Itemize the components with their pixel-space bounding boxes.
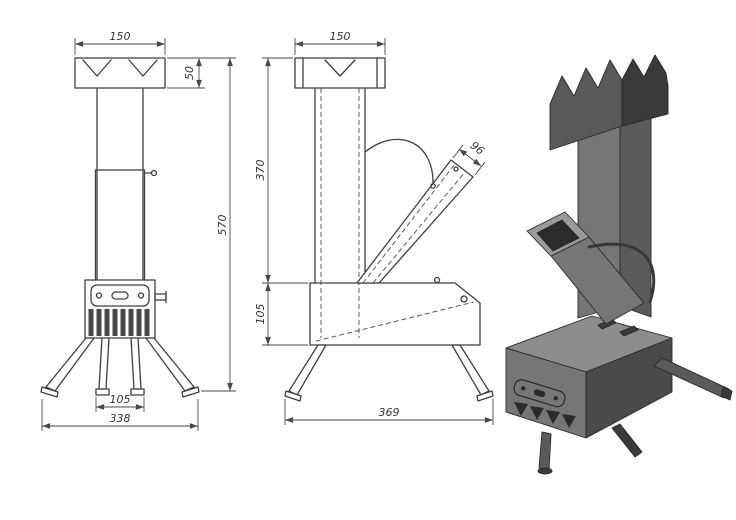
side-firebox-hidden-ramp — [315, 301, 475, 342]
isometric-view — [505, 54, 733, 475]
side-chimney-hidden-walls — [320, 88, 360, 338]
front-door-screw-right — [137, 292, 145, 299]
front-dimensions: 150 50 570 105 338 — [41, 30, 236, 431]
dim-front-top-width: 150 — [110, 30, 131, 43]
iso-intake-teeth — [514, 402, 576, 428]
dim-front-leg-spacing: 105 — [110, 393, 131, 406]
front-leg-center-left — [98, 337, 110, 390]
front-leg-center-right — [130, 337, 142, 390]
side-cap-tabs — [302, 57, 378, 89]
front-damper-knob — [150, 169, 158, 177]
iso-legs — [537, 357, 733, 475]
front-handle-stub — [154, 293, 167, 301]
front-foot-left — [40, 386, 59, 398]
side-latch-pin — [460, 295, 468, 303]
side-cap — [294, 57, 386, 89]
side-foot-rear — [476, 390, 494, 402]
iso-crown-front-face — [549, 59, 623, 151]
iso-door-slot — [533, 389, 546, 398]
side-cap-v-notch — [324, 59, 356, 77]
front-foot-center-left — [95, 388, 110, 396]
side-leg-front — [288, 344, 327, 396]
iso-door-plate-outline — [513, 379, 566, 408]
dim-side-feed-tube-width: 96 — [468, 139, 487, 158]
iso-door-screw — [553, 396, 558, 401]
side-hinge-pin — [433, 276, 441, 284]
iso-leg-front — [538, 431, 552, 471]
dim-side-base-depth: 369 — [379, 406, 400, 419]
front-chimney-sleeve — [94, 169, 146, 281]
front-grate — [88, 309, 150, 336]
front-leg-right — [145, 337, 195, 392]
side-chimney — [314, 87, 366, 284]
iso-foot-rear — [720, 386, 733, 401]
front-view: 150 50 570 105 338 — [40, 30, 236, 431]
side-feed-tube-hidden-walls — [362, 163, 466, 284]
iso-hinge-tab — [619, 325, 639, 337]
iso-firebox-right-face — [585, 337, 673, 439]
front-legs — [40, 337, 200, 398]
front-firebox — [84, 279, 156, 339]
dim-side-firebox-height: 105 — [254, 304, 267, 325]
dim-front-base-width: 338 — [110, 412, 131, 425]
iso-door-screw — [521, 386, 526, 391]
side-dimensions: 150 370 105 369 96 — [254, 30, 494, 425]
iso-feed-tube-opening — [536, 219, 580, 252]
dim-side-top-width: 150 — [330, 30, 351, 43]
front-chimney — [96, 87, 144, 281]
front-cap-v-notches — [82, 59, 158, 77]
side-firebox — [309, 282, 481, 346]
front-door-screw-left — [95, 292, 103, 299]
dim-front-overall-height: 570 — [216, 215, 229, 236]
front-leg-left — [45, 337, 95, 392]
front-foot-center-right — [130, 388, 145, 396]
iso-wire-handle — [587, 242, 656, 304]
iso-crown-right-face — [621, 54, 669, 127]
extension-lines — [262, 57, 308, 346]
dim-front-cap-height: 50 — [183, 66, 196, 80]
front-foot-right — [181, 386, 200, 398]
side-foot-front — [284, 390, 302, 402]
iso-door-plate — [513, 379, 566, 408]
side-wire-handle — [364, 138, 434, 185]
side-feed-tube-pin — [453, 166, 459, 172]
side-leg-rear — [451, 344, 490, 396]
extension-lines — [452, 144, 486, 176]
side-wire-handle-pivot — [430, 183, 436, 189]
dim-side-chimney-height: 370 — [254, 160, 267, 181]
front-door-slot — [111, 291, 129, 300]
side-view: 150 370 105 369 96 — [254, 30, 494, 425]
iso-leg-middle — [611, 423, 643, 458]
side-legs — [284, 344, 494, 402]
front-door-plate — [90, 284, 150, 307]
side-feed-tube — [356, 159, 474, 284]
iso-leg-rear — [653, 357, 730, 399]
front-cap — [74, 57, 166, 89]
iso-foot-front — [537, 467, 553, 475]
